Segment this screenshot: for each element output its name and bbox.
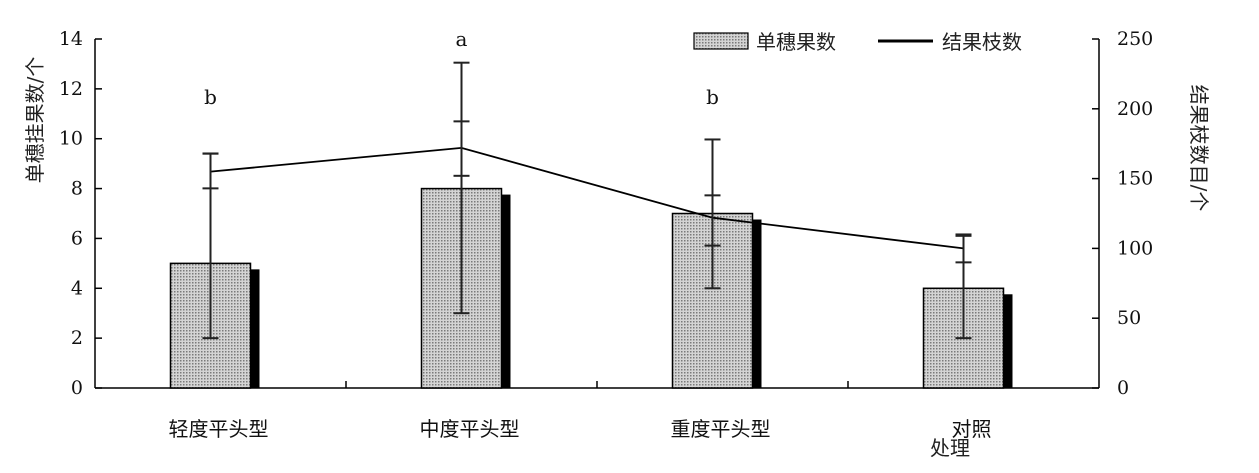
legend-line-label: 结果枝数 <box>942 30 1022 54</box>
x-tick-label: 轻度平头型 <box>169 417 269 441</box>
y-right-tick-label: 50 <box>1117 307 1141 329</box>
line-error-bars <box>202 120 972 264</box>
x-axis-label: 处理 <box>930 436 970 460</box>
significance-labels: b a b <box>204 27 719 109</box>
y-left-tick-label: 14 <box>59 28 83 50</box>
y-right-tick-label: 200 <box>1117 98 1153 120</box>
significance-label: a <box>456 27 468 51</box>
y-right-tick-label: 250 <box>1117 28 1153 50</box>
legend-bar-label: 单穗果数 <box>756 30 836 54</box>
axes: 0 2 4 6 8 10 12 14 0 50 100 150 200 250 轻度平头型 中度平头型 重度平头… <box>59 28 1153 441</box>
y-axis-right-label: 结果枝数目/个 <box>1187 85 1211 212</box>
line-path <box>210 146 964 250</box>
y-left-tick-label: 2 <box>71 327 83 349</box>
y-left-tick-label: 0 <box>71 377 83 399</box>
x-tick-label: 对照 <box>952 417 992 441</box>
significance-label: b <box>706 85 719 109</box>
y-left-tick-label: 4 <box>71 277 83 299</box>
legend-bar-swatch <box>693 32 749 50</box>
y-right-tick-label: 100 <box>1117 237 1153 259</box>
y-left-tick-label: 8 <box>71 178 83 200</box>
significance-label: b <box>204 85 217 109</box>
bar-error-bars <box>202 61 972 340</box>
line-series <box>209 146 965 250</box>
x-tick-label: 重度平头型 <box>671 417 771 441</box>
legend: 单穗果数 结果枝数 <box>693 30 1022 54</box>
x-tick-label: 中度平头型 <box>420 417 520 441</box>
y-left-tick-label: 10 <box>59 128 83 150</box>
bars <box>169 187 1013 389</box>
y-left-tick-label: 6 <box>71 227 83 249</box>
y-right-tick-label: 0 <box>1117 377 1129 399</box>
y-axis-left-label: 单穗挂果数/个 <box>23 57 47 184</box>
y-right-tick-label: 150 <box>1117 168 1153 190</box>
y-left-tick-label: 12 <box>59 78 83 100</box>
